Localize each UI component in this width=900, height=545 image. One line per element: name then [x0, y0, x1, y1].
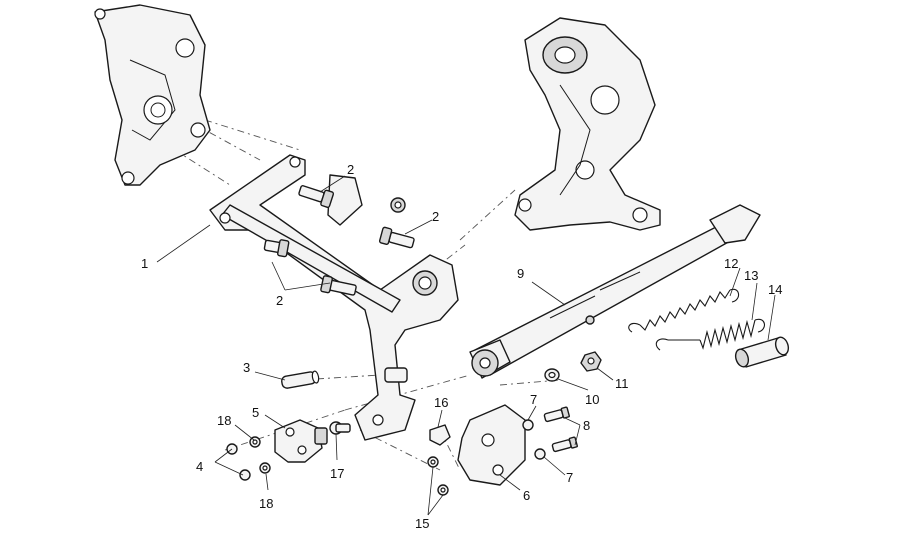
callout-16: 16: [434, 395, 448, 410]
callout-8: 8: [583, 418, 590, 433]
callout-18a: 18: [217, 413, 231, 428]
callout-15: 15: [415, 516, 429, 531]
callout-13: 13: [744, 268, 758, 283]
callout-1: 1: [141, 256, 148, 271]
nut-11: [580, 351, 602, 372]
callout-11: 11: [615, 376, 629, 391]
callout-5: 5: [252, 405, 259, 420]
side-stand-9: [469, 204, 761, 379]
callout-12: 12: [724, 256, 738, 271]
screws-washers-4-18: [226, 436, 271, 481]
screw-17: [329, 421, 351, 435]
frame-bracket-left: [94, 4, 211, 186]
callout-7b: 7: [566, 470, 573, 485]
callout-10: 10: [585, 392, 599, 407]
callout-4: 4: [196, 459, 203, 474]
leader-lines: [156, 175, 776, 516]
sleeve-14: [734, 336, 790, 368]
callout-18b: 18: [259, 496, 273, 511]
callout-6: 6: [523, 488, 530, 503]
callout-labels: 1 2 2 2 3 4 5 6 7 7 8 9 10 11 12 13 14 1…: [141, 162, 782, 531]
callout-2b: 2: [432, 209, 439, 224]
callout-7a: 7: [530, 392, 537, 407]
frame-casting-right: [514, 17, 661, 231]
callout-3: 3: [243, 360, 250, 375]
pin-3: [281, 370, 320, 389]
bolts-2: [263, 185, 415, 296]
screws-7-8: [522, 406, 578, 460]
callout-17: 17: [330, 466, 344, 481]
spring-13: [655, 318, 765, 351]
clip-16: [429, 424, 451, 446]
spring-12: [628, 288, 740, 333]
callout-2c: 2: [276, 293, 283, 308]
callout-2a: 2: [347, 162, 354, 177]
side-stand-bracket: [209, 154, 459, 441]
callout-9: 9: [517, 266, 524, 281]
cover-6: [457, 404, 526, 486]
washer-10: [544, 368, 560, 382]
switch-5: [274, 419, 328, 463]
callout-14: 14: [768, 282, 782, 297]
